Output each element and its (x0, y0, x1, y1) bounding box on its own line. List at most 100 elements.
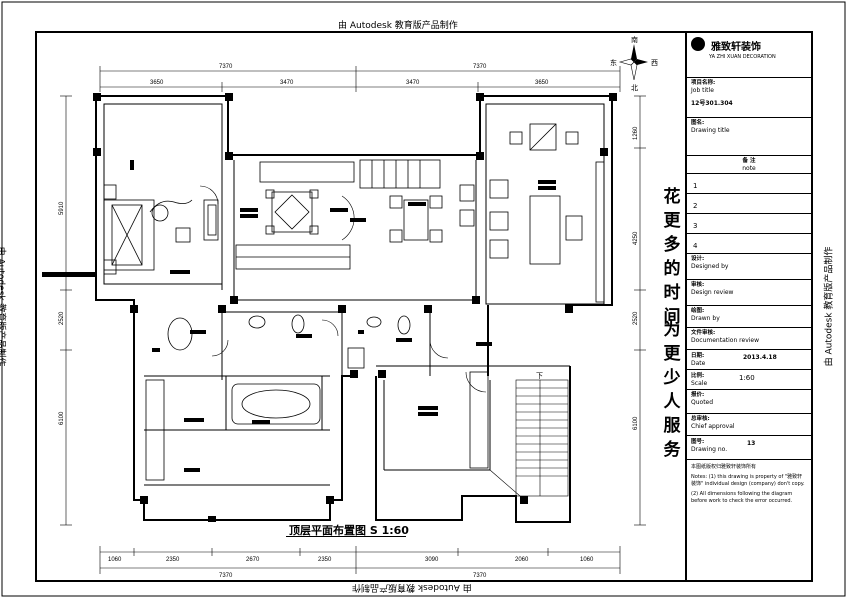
note-number-3: 3 (687, 214, 811, 234)
dim-label: 7370 (473, 573, 487, 579)
bedroom-furniture (103, 184, 219, 275)
drawing-title-sub: Drawing title (691, 127, 730, 134)
autodesk-stamp-bottom: 由 Autodesk 教育版产品制作 (352, 582, 472, 592)
dim-label: 2670 (246, 557, 260, 563)
notes-en-1: Notes: (1) this drawing is property of "… (691, 474, 805, 487)
note-sub: note (742, 165, 756, 172)
drawn-label: 绘图: (691, 308, 705, 314)
plan-title-underline (286, 536, 406, 537)
quoted-label: 报价: (691, 392, 705, 398)
scale-value: 1:60 (739, 374, 755, 382)
sheet-inner-border (35, 31, 813, 582)
staircase (489, 379, 569, 501)
compass-east: 东 (610, 58, 617, 67)
company-name-en: YA ZHI XUAN DECORATION (709, 54, 776, 60)
bottom-dimensions (99, 546, 621, 574)
chief-row: 总审核: Chief approval (687, 414, 811, 436)
dim-label: 2520 (59, 311, 65, 325)
plan-title: 顶层平面布置图 S 1:60 (289, 524, 409, 537)
notes-area: 本图纸版权归雅致轩装饰所有 Notes: (1) this drawing is… (687, 460, 811, 509)
drawing-title-label: 图名: (691, 120, 705, 126)
compass-west: 西 (651, 59, 658, 67)
structural-columns (93, 93, 617, 522)
notes-cn: 本图纸版权归雅致轩装饰所有 (691, 464, 757, 470)
left-dim-labels: 5910 2520 6100 (59, 201, 65, 425)
dim-label: 3470 (406, 80, 420, 86)
note-row: 备 注 note (687, 156, 811, 174)
autodesk-stamp-left: 由 Autodesk 教育版产品制作 (0, 247, 6, 367)
right-dim-labels: 1260 4250 2520 6100 (633, 126, 639, 430)
chief-sub: Chief approval (691, 423, 735, 430)
drawing-no-label: 图号: (691, 439, 705, 445)
dim-label: 1060 (580, 557, 594, 563)
company-logo-area: 雅致轩装饰 YA ZHI XUAN DECORATION (687, 32, 811, 78)
project-sub: Job title (691, 87, 714, 94)
drawing-no-value: 13 (747, 440, 756, 447)
company-logo-icon (691, 37, 705, 51)
note-number-4: 4 (687, 234, 811, 254)
dim-label: 1260 (633, 126, 639, 140)
designed-sub: Designed by (691, 263, 729, 270)
title-block: 雅致轩装饰 YA ZHI XUAN DECORATION 项目名称: Job t… (685, 32, 811, 581)
note-number-2: 2 (687, 194, 811, 214)
bottom-dim-labels: 1060 2350 2670 2350 3090 2060 1060 7370 … (108, 557, 594, 579)
interior-walls (103, 103, 605, 486)
dim-label: 7370 (219, 64, 233, 70)
dim-label: 2350 (318, 557, 332, 563)
scale-row: 比例: 1:60 Scale (687, 370, 811, 390)
quoted-row: 报价: Quoted (687, 390, 811, 414)
living-furniture (235, 159, 475, 270)
compass-north: 南 (631, 35, 638, 44)
review-label: 审核: (691, 282, 705, 288)
exterior-walls (95, 95, 613, 523)
stair-label: 下 (536, 372, 543, 380)
date-row: 日期: 2013.4.18 Date (687, 350, 811, 370)
drawn-sub: Drawn by (691, 315, 720, 322)
dim-label: 3090 (425, 557, 439, 563)
scale-label: 比例: (691, 373, 705, 379)
drawn-row: 绘图: Drawn by (687, 306, 811, 328)
doc-review-label: 文件审核: (691, 330, 716, 336)
company-name: 雅致轩装饰 (711, 42, 761, 53)
autodesk-stamp-top: 由 Autodesk 教育版产品制作 (338, 21, 458, 31)
project-row: 项目名称: Job title 12号301.304 (687, 78, 811, 118)
notes-en-2: (2) All dimensions following the diagram… (691, 491, 793, 504)
left-dimensions (60, 95, 72, 526)
compass: 南 北 东 西 (610, 35, 658, 92)
review-sub: Design review (691, 289, 734, 296)
dim-label: 7370 (473, 64, 487, 70)
note-label: 备 注 (742, 158, 756, 164)
top-dim-labels: 7370 7370 3650 3470 3470 3650 (150, 64, 549, 86)
project-label: 项目名称: (691, 80, 716, 86)
dim-label: 2520 (633, 311, 639, 325)
date-value: 2013.4.18 (743, 354, 777, 361)
dim-label: 2060 (515, 557, 529, 563)
dim-label: 6100 (633, 416, 639, 430)
dim-label: 3470 (280, 80, 294, 86)
designed-row: 设计: Designed by (687, 254, 811, 280)
drawing-no-sub: Drawing no. (691, 446, 728, 453)
study-furniture (489, 123, 605, 303)
doc-review-row: 文件审核: Documentation review (687, 328, 811, 350)
date-label: 日期: (691, 353, 705, 359)
dim-label: 1060 (108, 557, 122, 563)
dim-label: 5910 (59, 201, 65, 215)
slogan-line-1: 花更多的时间 (663, 187, 681, 327)
autodesk-stamp-right: 由 Autodesk 教育版产品制作 (824, 246, 835, 367)
dim-label: 6100 (59, 411, 65, 425)
dim-label: 2350 (166, 557, 180, 563)
scale-sub: Scale (691, 380, 708, 387)
dim-label: 3650 (535, 80, 549, 86)
dim-label: 3650 (150, 80, 164, 86)
balcony-rail (42, 272, 96, 277)
designed-label: 设计: (691, 256, 705, 262)
dim-label: 7370 (219, 573, 233, 579)
bathroom-fixtures (145, 314, 489, 481)
compass-south: 北 (631, 84, 638, 92)
drawing-no-row: 图号: 13 Drawing no. (687, 436, 811, 460)
quoted-sub: Quoted (691, 399, 714, 406)
slogan-line-2: 为更少人服务 (663, 320, 681, 460)
